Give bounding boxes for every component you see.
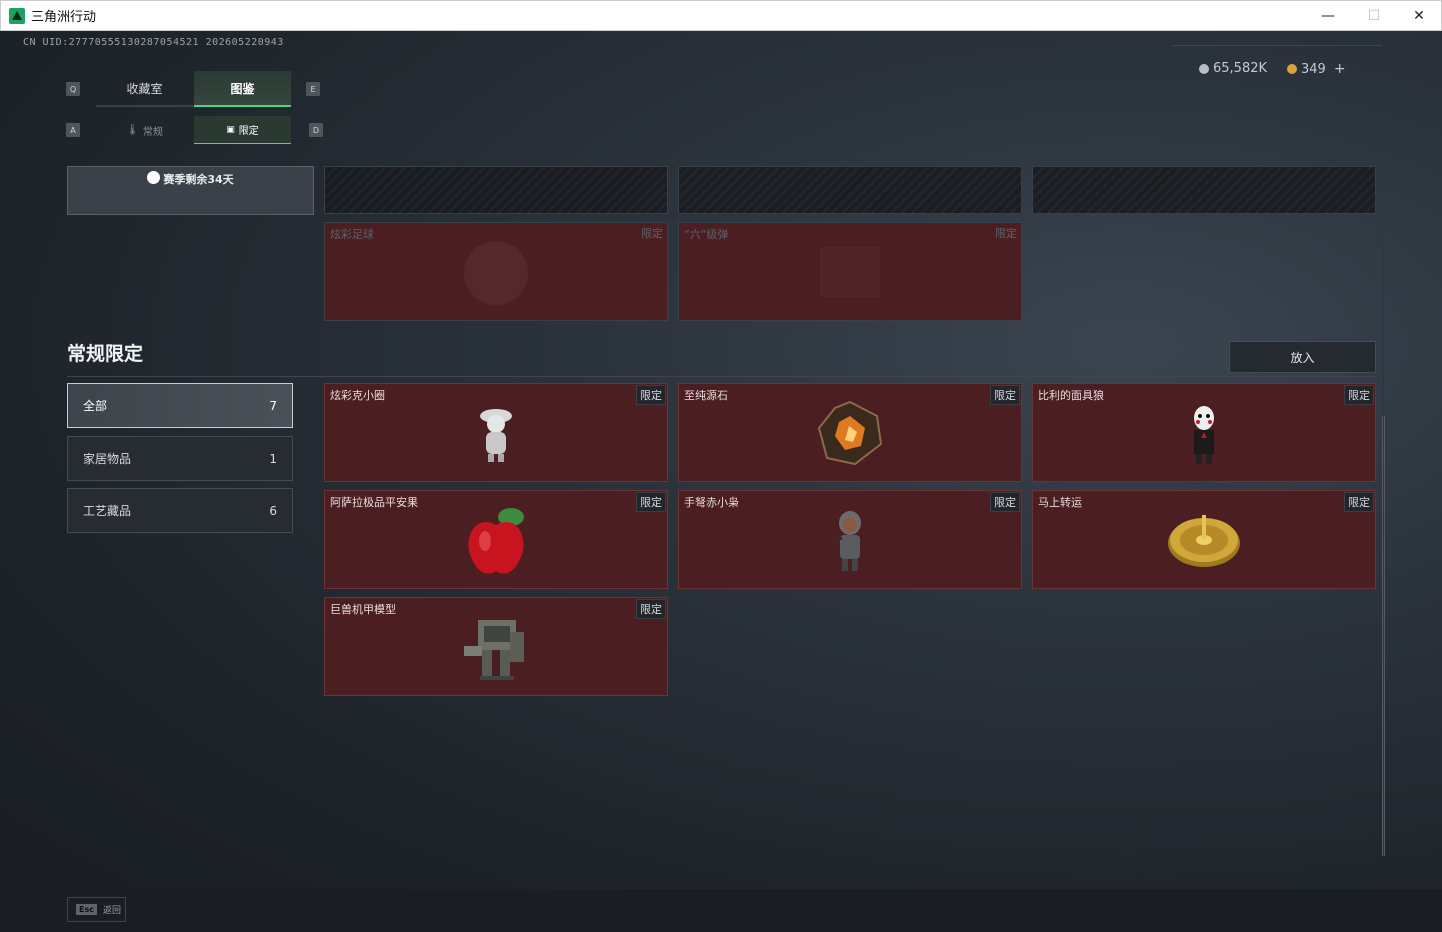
category-home-items[interactable]: 家居物品 1 xyxy=(67,436,293,481)
item-card[interactable]: 炫彩克小圈 限定 xyxy=(324,383,668,482)
item-name: 比利的面具狼 xyxy=(1038,389,1104,402)
key-a-hint: A xyxy=(66,123,80,137)
limited-tag: 限定 xyxy=(990,492,1020,512)
category-crafts[interactable]: 工艺藏品 6 xyxy=(67,488,293,533)
puppet-icon xyxy=(1194,406,1214,464)
bottom-bar: Esc 返回 xyxy=(0,889,1442,932)
card-name: “六”级弹 xyxy=(684,228,729,241)
back-button[interactable]: Esc 返回 xyxy=(67,897,126,922)
limited-tag: 限定 xyxy=(636,492,666,512)
category-count: 7 xyxy=(269,398,277,413)
image-icon: ▣ xyxy=(226,124,235,135)
back-label: 返回 xyxy=(102,906,121,916)
item-card[interactable]: 手弩赤小枭 限定 xyxy=(678,490,1022,589)
item-card[interactable]: 至纯源石 限定 xyxy=(678,383,1022,482)
item-name: 阿萨拉极品平安果 xyxy=(330,496,418,509)
operator-icon xyxy=(832,511,861,571)
apple-icon xyxy=(468,508,524,574)
football-icon xyxy=(464,241,528,305)
window-titlebar: 三角洲行动 — ☐ ✕ xyxy=(0,0,1442,31)
thermometer-icon: 🌡 xyxy=(126,124,139,136)
category-count: 1 xyxy=(269,451,277,466)
item-card[interactable]: 阿萨拉极品平安果 限定 xyxy=(324,490,668,589)
card-name: 炫彩足球 xyxy=(330,228,374,241)
esc-key-hint: Esc xyxy=(76,904,97,915)
subtab-limited-label: 限定 xyxy=(238,126,259,137)
mech-icon xyxy=(464,620,524,680)
locked-card[interactable] xyxy=(324,166,668,214)
bullet-icon xyxy=(820,247,880,297)
locked-card[interactable] xyxy=(678,166,1022,214)
limited-tag: 限定 xyxy=(636,385,666,405)
currency-tekniq: 65,582K xyxy=(1199,61,1267,76)
gold-coin-icon xyxy=(1287,64,1297,74)
app-logo-icon xyxy=(9,7,25,24)
tab-collection-room[interactable]: 收藏室 xyxy=(96,71,193,107)
limited-tag: 限定 xyxy=(1344,385,1374,405)
game-viewport: CN UID:27770555130287054521 202605220943… xyxy=(0,31,1442,932)
minimize-button[interactable]: — xyxy=(1321,8,1335,24)
season-timer-panel: 赛季剩余34天 xyxy=(67,166,314,215)
player-uid: CN UID:27770555130287054521 202605220943 xyxy=(23,37,284,48)
scrollbar-track[interactable] xyxy=(1383,166,1384,856)
wheel-icon xyxy=(1168,515,1240,567)
card-tag: 限定 xyxy=(995,227,1017,240)
maximize-button[interactable]: ☐ xyxy=(1367,8,1381,24)
tab-codex[interactable]: 图鉴 xyxy=(194,71,291,107)
key-e-hint: E xyxy=(306,82,320,96)
category-all[interactable]: 全部 7 xyxy=(67,383,293,428)
locked-card-bullet[interactable]: “六”级弹 限定 xyxy=(678,222,1022,321)
locked-card[interactable] xyxy=(1032,166,1376,214)
category-count: 6 xyxy=(269,503,277,518)
item-name: 巨兽机甲模型 xyxy=(330,603,396,616)
currency-delta: 349 + xyxy=(1287,61,1346,77)
gem-icon xyxy=(817,400,883,466)
section-title: 常规限定 xyxy=(67,343,144,365)
key-d-hint: D xyxy=(309,123,323,137)
category-label: 工艺藏品 xyxy=(83,504,132,518)
close-button[interactable]: ✕ xyxy=(1413,8,1425,24)
currency-delta-value: 349 xyxy=(1301,61,1326,77)
category-label: 家居物品 xyxy=(83,452,132,466)
item-name: 至纯源石 xyxy=(684,389,728,402)
section-divider xyxy=(67,376,1377,377)
season-remaining-label: 赛季剩余34天 xyxy=(163,173,234,186)
limited-tag: 限定 xyxy=(636,599,666,619)
window-title: 三角洲行动 xyxy=(31,10,97,25)
currency-tekniq-value: 65,582K xyxy=(1213,61,1268,76)
item-card[interactable]: 比利的面具狼 限定 xyxy=(1032,383,1376,482)
silver-coin-icon xyxy=(1199,63,1209,74)
category-label: 全部 xyxy=(83,399,108,413)
figure-icon xyxy=(480,409,512,462)
deposit-button[interactable]: 放入 xyxy=(1229,341,1376,373)
card-tag: 限定 xyxy=(641,227,663,240)
add-currency-button[interactable]: + xyxy=(1333,61,1346,77)
header-divider xyxy=(1172,45,1382,46)
locked-card-football[interactable]: 炫彩足球 限定 xyxy=(324,222,668,321)
item-card[interactable]: 马上转运 限定 xyxy=(1032,490,1376,589)
item-name: 马上转运 xyxy=(1038,496,1082,509)
item-card[interactable]: 巨兽机甲模型 限定 xyxy=(324,597,668,696)
subtab-regular-label: 常规 xyxy=(142,126,163,138)
item-name: 手弩赤小枭 xyxy=(684,496,739,509)
limited-tag: 限定 xyxy=(1344,492,1374,512)
clock-icon xyxy=(147,171,161,184)
key-q-hint: Q xyxy=(66,82,80,96)
subtab-limited[interactable]: ▣ 限定 xyxy=(194,116,291,144)
subtab-regular[interactable]: 🌡 常规 xyxy=(96,116,193,144)
limited-tag: 限定 xyxy=(990,385,1020,405)
item-name: 炫彩克小圈 xyxy=(330,389,385,402)
